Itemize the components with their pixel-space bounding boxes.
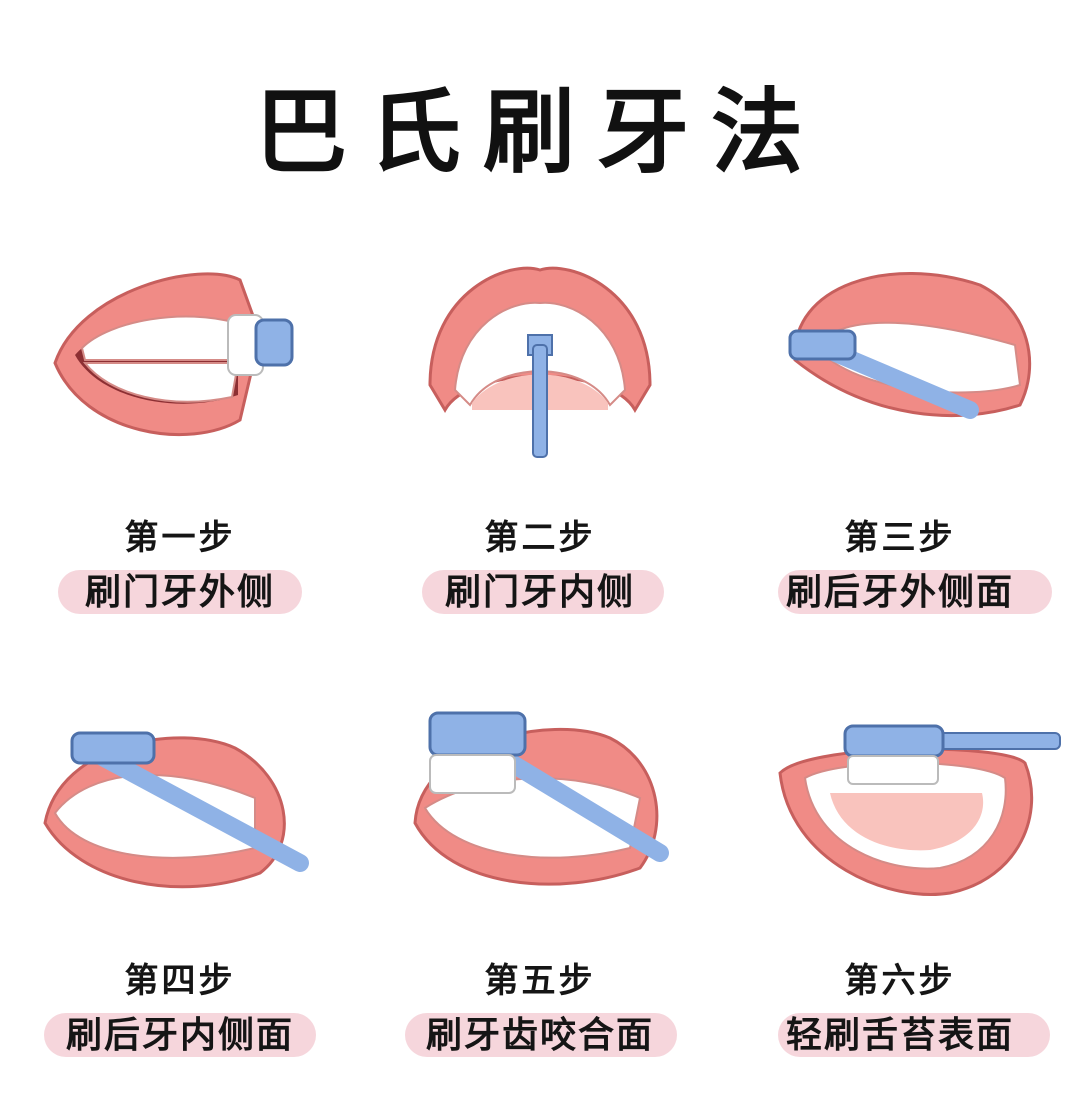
- step-number: 第二步: [484, 518, 596, 558]
- caption-highlight: [422, 570, 664, 614]
- caption-highlight: [58, 570, 302, 614]
- step-caption: 轻刷舌苔表面: [785, 1015, 1014, 1056]
- back-teeth-outer-illustration: [788, 272, 1032, 419]
- front-teeth-outer-illustration: [53, 272, 294, 437]
- caption-highlight: [778, 1013, 1050, 1057]
- step-card-4: 第四步 刷后牙内侧面: [0, 688, 360, 1108]
- step-number: 第一步: [124, 518, 236, 558]
- step-card-2: 第二步 刷门牙内侧: [360, 245, 720, 665]
- front-teeth-inner-illustration: [428, 266, 652, 458]
- step-caption: 刷后牙外侧面: [785, 572, 1014, 613]
- step-card-3: 第三步 刷后牙外侧面: [720, 245, 1080, 665]
- back-teeth-inner-illustration: [43, 731, 309, 889]
- step-number: 第四步: [124, 961, 236, 1001]
- step-card-5: 第五步 刷牙齿咬合面: [360, 688, 720, 1108]
- step-number: 第六步: [844, 961, 956, 1001]
- step-caption: 刷门牙外侧: [84, 572, 275, 613]
- tongue-brushing-illustration: [778, 724, 1061, 896]
- step-caption: 刷牙齿咬合面: [425, 1015, 654, 1056]
- page-title: 巴氏刷牙法: [254, 79, 825, 186]
- step-number: 第三步: [844, 518, 956, 558]
- step-caption: 刷门牙内侧: [444, 572, 635, 613]
- chewing-surface-illustration: [413, 711, 669, 886]
- step-number: 第五步: [484, 961, 596, 1001]
- step-card-1: 第一步 刷门牙外侧: [0, 245, 360, 665]
- step-card-6: 第六步 轻刷舌苔表面: [720, 688, 1080, 1108]
- step-caption: 刷后牙内侧面: [65, 1015, 294, 1056]
- caption-highlight: [44, 1013, 316, 1057]
- caption-highlight: [405, 1013, 677, 1057]
- caption-highlight: [778, 570, 1052, 614]
